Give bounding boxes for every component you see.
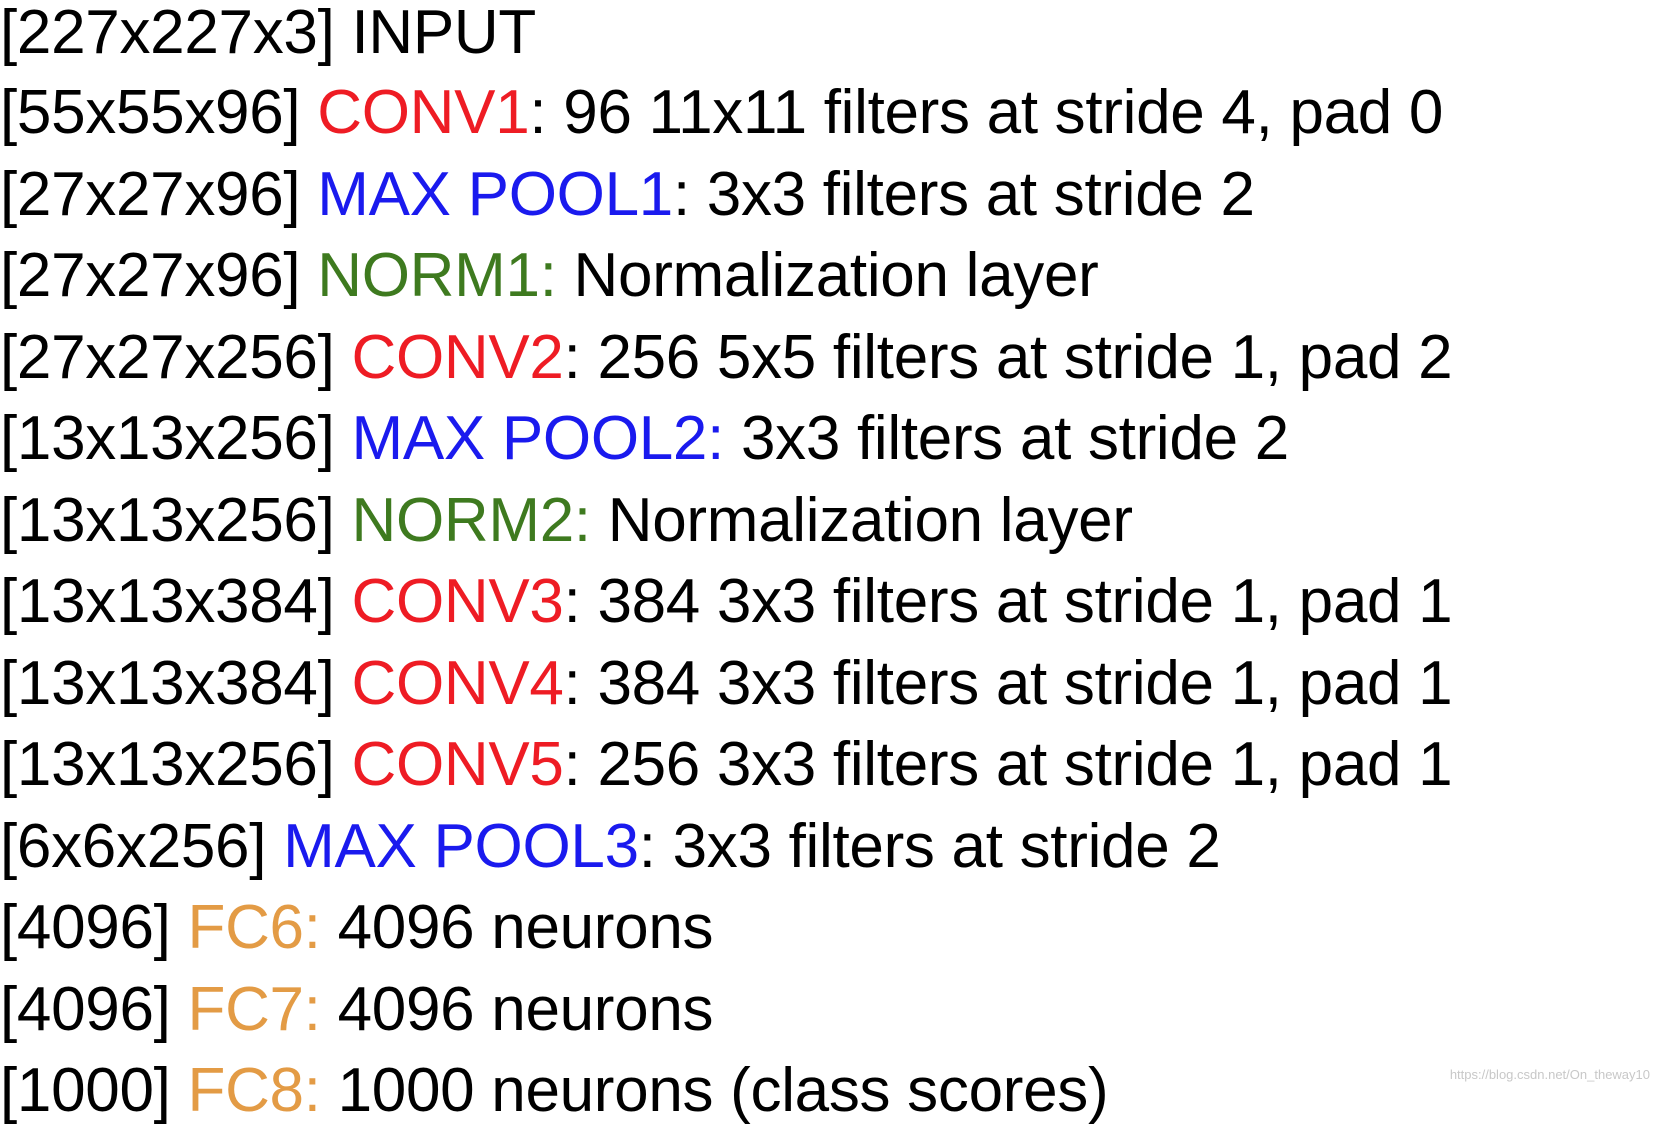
layer-row: [6x6x256] MAX POOL3: 3x3 filters at stri… <box>0 811 1658 896</box>
layer-shape: [6x6x256] <box>0 811 267 881</box>
layer-shape: [27x27x96] <box>0 159 301 229</box>
layer-row: [13x13x384] CONV3: 384 3x3 filters at st… <box>0 569 1658 651</box>
layer-shape: [27x27x256] <box>0 322 335 392</box>
layer-name: CONV2 <box>351 322 564 392</box>
layer-name: CONV5 <box>351 730 564 799</box>
layer-name: INPUT <box>351 0 536 67</box>
layer-name-suffix: : <box>303 1056 321 1125</box>
layer-row: [13x13x384] CONV4: 384 3x3 filters at st… <box>0 648 1658 733</box>
layer-description: 1000 neurons (class scores) <box>320 1056 1109 1125</box>
layer-description: : 3x3 filters at stride 2 <box>638 811 1221 881</box>
layer-row: [13x13x256] NORM2: Normalization layer <box>0 485 1658 570</box>
layer-description: : 256 3x3 filters at stride 1, pad 1 <box>563 730 1453 799</box>
layer-row: [27x27x96] NORM1: Normalization layer <box>0 243 1658 325</box>
layer-shape: [13x13x384] <box>0 567 335 636</box>
layer-name: NORM2 <box>351 485 574 555</box>
layer-description: 4096 neurons <box>320 893 714 962</box>
layer-name: FC7 <box>187 974 305 1044</box>
layer-shape: [4096] <box>0 974 171 1044</box>
layer-description: : 3x3 filters at stride 2 <box>672 159 1255 229</box>
layer-description: Normalization layer <box>556 241 1099 310</box>
layer-name: FC6 <box>187 893 305 962</box>
layer-name-suffix: : <box>539 241 557 310</box>
layer-shape: [13x13x256] <box>0 730 335 799</box>
layer-shape: [4096] <box>0 893 171 962</box>
layer-row: [27x27x96] MAX POOL1: 3x3 filters at str… <box>0 159 1658 244</box>
layer-name: CONV3 <box>351 567 564 636</box>
layer-shape: [1000] <box>0 1056 171 1125</box>
layer-name: CONV1 <box>317 78 530 147</box>
layer-name: CONV4 <box>351 648 564 718</box>
layer-row: [27x27x256] CONV2: 256 5x5 filters at st… <box>0 322 1658 407</box>
layer-description: 3x3 filters at stride 2 <box>724 404 1289 473</box>
layer-row: [4096] FC6: 4096 neurons <box>0 895 1658 977</box>
layer-shape: [227x227x3] <box>0 0 335 67</box>
layer-description: : 384 3x3 filters at stride 1, pad 1 <box>563 648 1453 718</box>
layer-shape: [13x13x256] <box>0 485 335 555</box>
layer-description: : 256 5x5 filters at stride 1, pad 2 <box>563 322 1453 392</box>
layer-shape: [13x13x384] <box>0 648 335 718</box>
layer-name: NORM1 <box>317 241 540 310</box>
layer-row: [55x55x96] CONV1: 96 11x11 filters at st… <box>0 80 1658 162</box>
layer-row: [13x13x256] MAX POOL2: 3x3 filters at st… <box>0 406 1658 488</box>
layer-description: : 96 11x11 filters at stride 4, pad 0 <box>529 78 1444 147</box>
layer-name-suffix: : <box>303 974 321 1044</box>
layer-description: : 384 3x3 filters at stride 1, pad 1 <box>563 567 1453 636</box>
layer-name: MAX POOL2 <box>351 404 708 473</box>
layer-name-suffix: : <box>303 893 321 962</box>
layer-name: MAX POOL3 <box>283 811 639 881</box>
layer-shape: [13x13x256] <box>0 404 335 473</box>
layer-name-suffix: : <box>707 404 725 473</box>
layer-name-suffix: : <box>573 485 591 555</box>
layer-row: [227x227x3] INPUT <box>0 0 1658 80</box>
layer-row: [13x13x256] CONV5: 256 3x3 filters at st… <box>0 732 1658 814</box>
layer-row: [1000] FC8: 1000 neurons (class scores) <box>0 1058 1658 1140</box>
layer-description: 4096 neurons <box>320 974 714 1044</box>
layer-name: FC8 <box>187 1056 305 1125</box>
layer-name: MAX POOL1 <box>317 159 673 229</box>
layer-shape: [55x55x96] <box>0 78 301 147</box>
layer-shape: [27x27x96] <box>0 241 301 310</box>
layer-row: [4096] FC7: 4096 neurons <box>0 974 1658 1059</box>
watermark: https://blog.csdn.net/On_theway10 <box>1449 1067 1650 1082</box>
layer-description: Normalization layer <box>590 485 1133 555</box>
